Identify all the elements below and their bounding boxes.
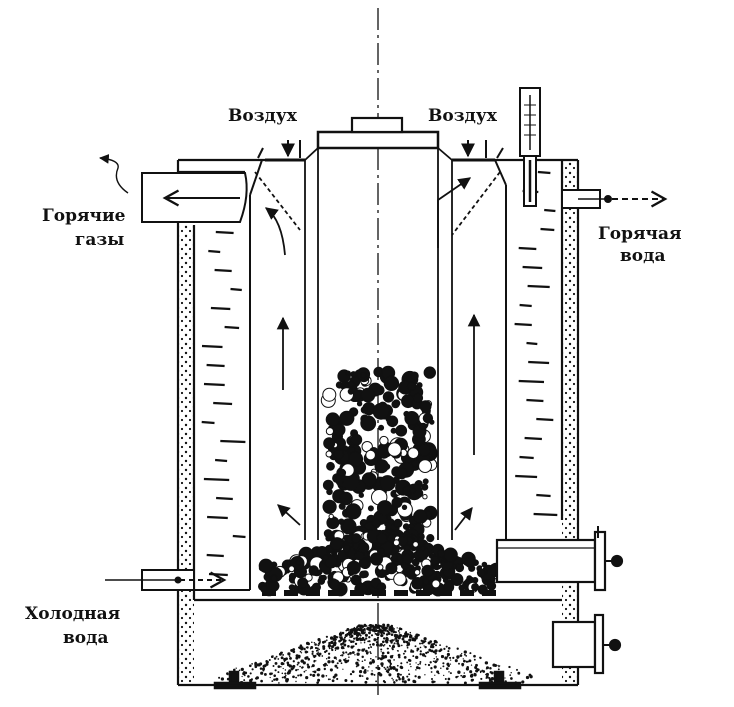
ash-door	[551, 613, 622, 675]
label-air-left: Воздух	[228, 106, 297, 126]
label-hot-gases-2: газы	[75, 230, 125, 250]
label-hot-gases-1: Горячие	[42, 206, 126, 226]
feet	[213, 670, 522, 690]
label-cold-water-2: вода	[63, 628, 109, 648]
thermometer	[519, 87, 541, 207]
fuel-pile	[258, 365, 503, 597]
label-hot-water-2: вода	[620, 246, 666, 266]
air-inlets	[257, 140, 504, 162]
flow-arrows	[264, 177, 481, 531]
gas-flue	[254, 116, 501, 540]
label-air-right: Воздух	[428, 106, 497, 126]
cold-water-inlet	[105, 569, 227, 591]
hot-water-outlet	[561, 189, 668, 209]
ash-pile	[218, 623, 533, 685]
label-hot-water-1: Горячая	[598, 224, 682, 244]
label-cold-water-1: Холодная	[25, 604, 121, 624]
loading-door	[495, 526, 624, 592]
hot-gas-outlet	[99, 154, 248, 223]
